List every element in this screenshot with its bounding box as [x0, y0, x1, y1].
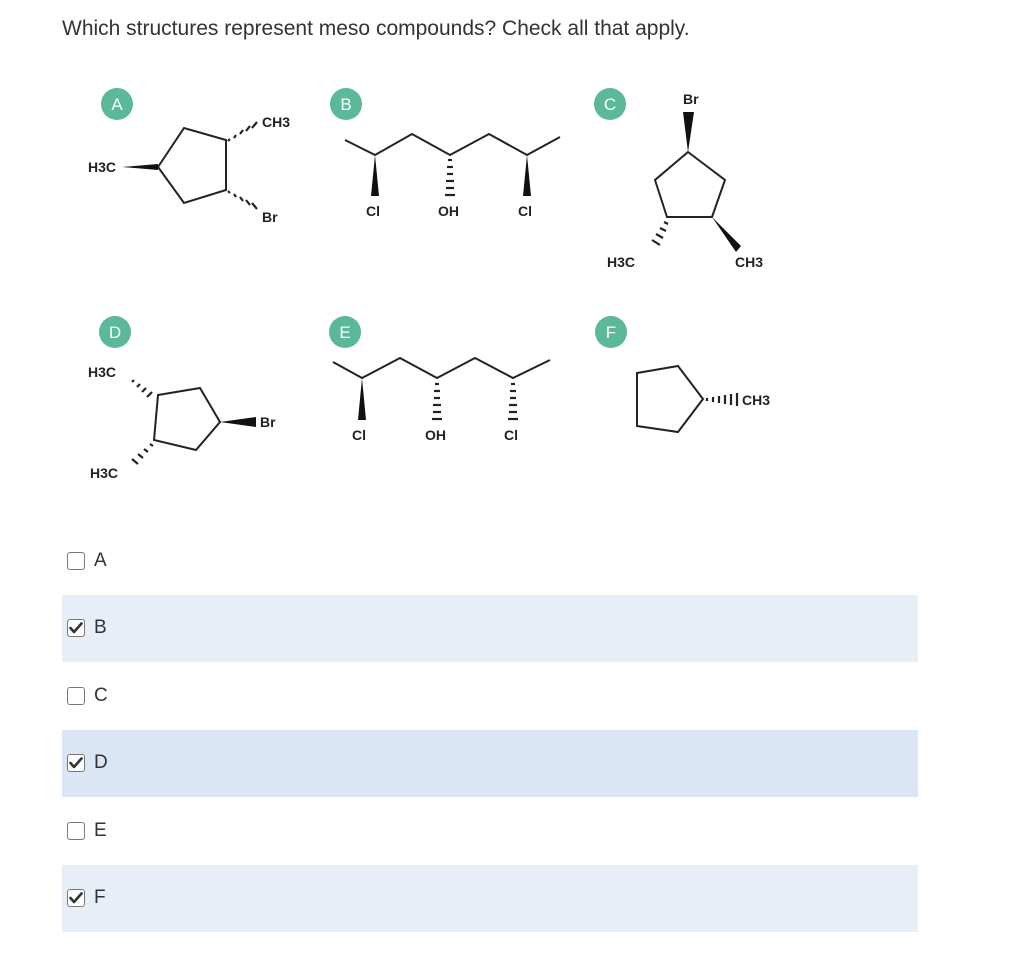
badge-d-label: D — [109, 323, 121, 342]
checkmark-icon — [69, 622, 83, 634]
label-d-h3c-bottom: H3C — [90, 465, 118, 481]
label-f-ch3: CH3 — [742, 392, 770, 408]
checkmark-icon — [69, 757, 83, 769]
structure-b: B Cl OH Cl — [330, 88, 561, 219]
hash-b-oh — [445, 158, 455, 197]
label-e-cl-left: Cl — [352, 427, 366, 443]
label-b-cl-right: Cl — [518, 203, 532, 219]
choice-f[interactable]: F — [62, 864, 918, 932]
ring-a — [156, 126, 227, 205]
ring-d — [152, 386, 222, 452]
checkbox-c[interactable] — [67, 686, 85, 705]
badge-e-label: E — [339, 323, 350, 342]
hash-a-br — [227, 190, 258, 210]
hash-e-cl-right — [508, 382, 518, 421]
choice-e[interactable]: E — [62, 797, 918, 865]
choice-b[interactable]: B — [62, 594, 918, 662]
wedge-c-br — [683, 112, 694, 152]
badge-a — [101, 88, 133, 120]
structures-svg: .bond { stroke:#222; stroke-width:2; fil… — [88, 88, 770, 481]
label-b-oh: OH — [438, 203, 459, 219]
hash-e-oh — [432, 382, 442, 421]
ring-c — [653, 150, 727, 218]
ring-f — [636, 364, 705, 434]
answer-choices: A B C D E F — [62, 527, 918, 932]
label-d-br: Br — [260, 414, 276, 430]
checkbox-d[interactable] — [67, 754, 85, 773]
structure-a: A H3C CH3 Br — [88, 88, 290, 225]
label-e-oh: OH — [425, 427, 446, 443]
structure-e: E Cl OH Cl — [329, 316, 551, 443]
label-a-h3c: H3C — [88, 159, 116, 175]
wedge-b-cl-left — [371, 155, 379, 196]
badge-c-label: C — [604, 95, 616, 114]
choice-f-label: F — [94, 887, 106, 909]
choice-b-label: B — [94, 617, 107, 639]
choice-e-label: E — [94, 819, 107, 841]
wedge-e-cl — [358, 378, 366, 420]
wedge-b-cl-right — [523, 155, 531, 196]
hash-d-top — [131, 379, 153, 398]
hash-d-bottom — [131, 443, 154, 465]
checkmark-icon — [69, 892, 83, 904]
chain-e — [332, 356, 551, 380]
structures-figure: .bond { stroke:#222; stroke-width:2; fil… — [88, 88, 770, 481]
badge-a-label: A — [111, 95, 123, 114]
wedge-c-ch3 — [712, 217, 741, 252]
badge-e — [329, 316, 361, 348]
label-a-ch3: CH3 — [262, 114, 290, 130]
choice-a-label: A — [94, 549, 107, 571]
label-c-ch3: CH3 — [735, 254, 763, 270]
hash-c-h3c — [651, 221, 669, 246]
label-c-h3c: H3C — [607, 254, 635, 270]
badge-b-label: B — [340, 95, 351, 114]
structure-f: F CH3 — [595, 316, 770, 434]
badge-d — [99, 316, 131, 348]
hash-a-ch3 — [227, 121, 258, 142]
checkbox-a[interactable] — [67, 551, 85, 570]
checkbox-b[interactable] — [67, 619, 85, 638]
choice-c[interactable]: C — [62, 662, 918, 730]
checkbox-f[interactable] — [67, 889, 85, 908]
label-d-h3c-top: H3C — [88, 364, 116, 380]
choice-d-label: D — [94, 752, 108, 774]
label-e-cl-right: Cl — [504, 427, 518, 443]
label-c-br: Br — [683, 91, 699, 107]
badge-f-label: F — [606, 323, 616, 342]
hash-f-ch3 — [705, 393, 739, 406]
structure-c: C Br H3C CH3 — [594, 88, 763, 270]
wedge-d-br — [220, 417, 256, 427]
checkbox-e[interactable] — [67, 821, 85, 840]
structure-d: D H3C Br H3C — [88, 316, 276, 481]
choice-d[interactable]: D — [62, 729, 918, 797]
chain-b — [344, 132, 561, 157]
label-b-cl-left: Cl — [366, 203, 380, 219]
label-a-br: Br — [262, 209, 278, 225]
choice-a[interactable]: A — [62, 527, 918, 595]
badge-b — [330, 88, 362, 120]
question-text: Which structures represent meso compound… — [62, 17, 690, 40]
choice-c-label: C — [94, 684, 108, 706]
badge-f — [595, 316, 627, 348]
badge-c — [594, 88, 626, 120]
wedge-a-methyl — [122, 164, 158, 170]
